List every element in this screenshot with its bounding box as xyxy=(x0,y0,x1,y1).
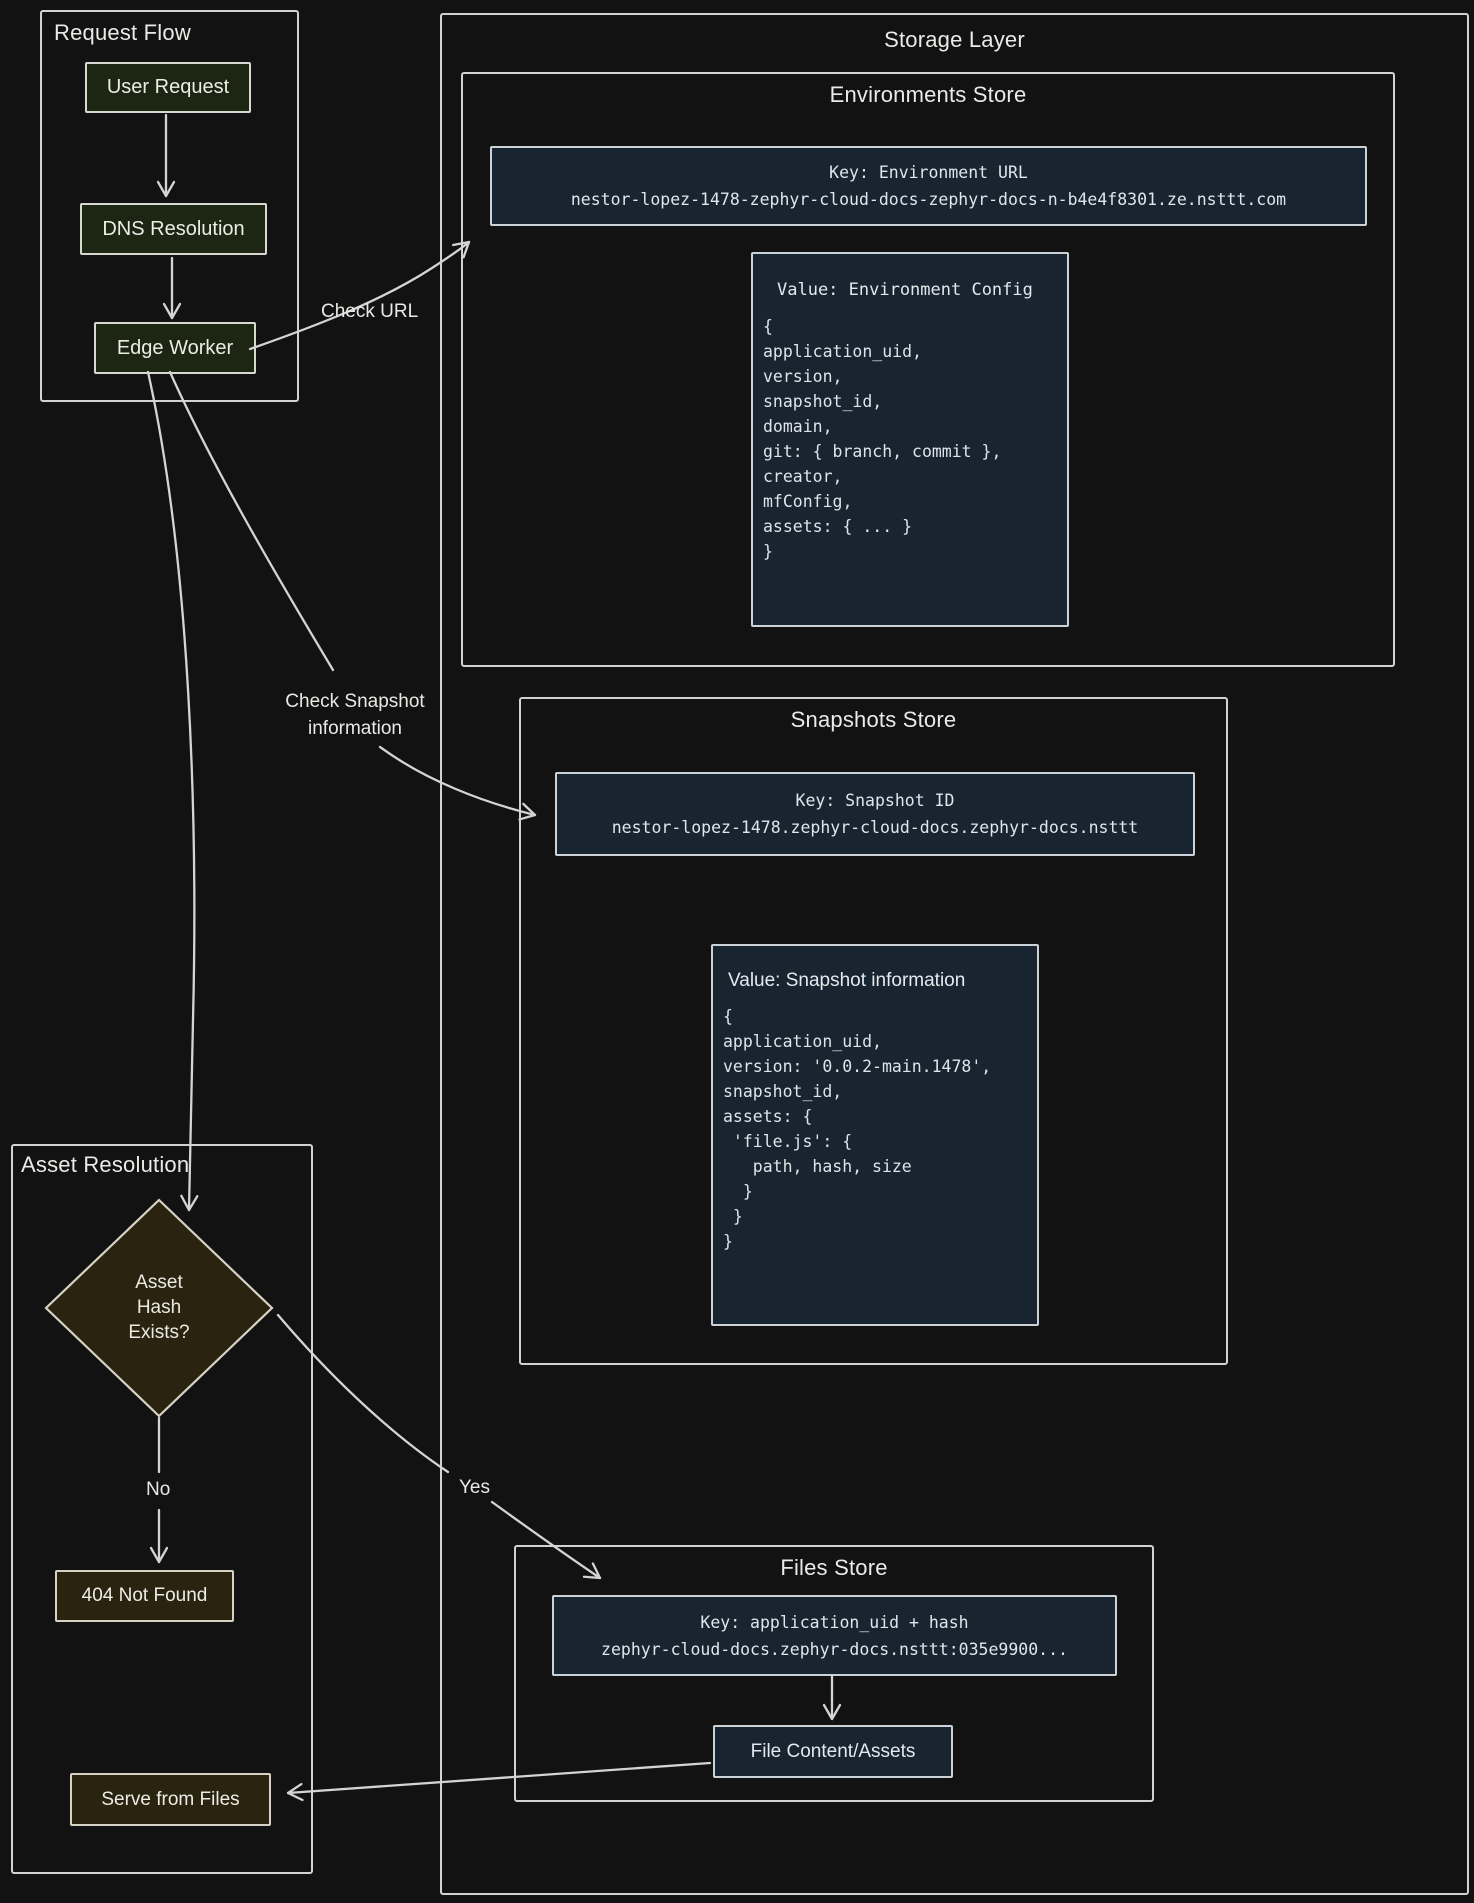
snapshot-value-title: Value: Snapshot information xyxy=(728,970,966,991)
user-request-label: User Request xyxy=(106,76,230,98)
code-line: } xyxy=(723,1182,753,1201)
storage-layer-frame: Storage Layer xyxy=(440,13,1469,1895)
files-key-title: Key: application_uid + hash xyxy=(700,1612,969,1632)
arrow-edge-worker-to-diamond xyxy=(148,372,194,1210)
check-snapshot-label: Check Snapshot information xyxy=(272,688,438,742)
files-keybox: Key: application_uid + hash zephyr-cloud… xyxy=(552,1595,1117,1676)
code-line: path, hash, size xyxy=(723,1157,912,1176)
files-store-frame: Files Store xyxy=(514,1545,1154,1802)
code-line: { xyxy=(763,317,773,336)
code-line: creator, xyxy=(763,467,843,486)
edge-worker-label: Edge Worker xyxy=(116,336,234,359)
snapshot-info-valuebox: Value: Snapshot information { applicatio… xyxy=(711,944,1039,1326)
environment-url-keybox: Key: Environment URL nestor-lopez-1478-z… xyxy=(490,146,1367,226)
check-snapshot-line: information xyxy=(308,718,402,739)
dns-resolution-label: DNS Resolution xyxy=(102,217,245,240)
not-found-label: 404 Not Found xyxy=(81,1585,208,1606)
file-content-label: File Content/Assets xyxy=(750,1740,916,1762)
serve-from-files-label: Serve from Files xyxy=(101,1788,240,1810)
environment-config-valuebox: Value: Environment Config { application_… xyxy=(751,252,1069,627)
snapshot-key-title: Key: Snapshot ID xyxy=(795,791,955,810)
diamond-line: Asset xyxy=(135,1272,183,1293)
file-content-node: File Content/Assets xyxy=(713,1725,953,1778)
check-snapshot-line: Check Snapshot xyxy=(285,691,425,712)
snapshot-info-code: { application_uid, version: '0.0.2-main.… xyxy=(713,1004,1037,1254)
asset-resolution-title: Asset Resolution xyxy=(21,1152,190,1177)
files-key-value: zephyr-cloud-docs.zephyr-docs.nsttt:035e… xyxy=(601,1639,1068,1659)
not-found-node: 404 Not Found xyxy=(55,1570,234,1622)
code-line: 'file.js': { xyxy=(723,1132,853,1151)
code-line: git: { branch, commit }, xyxy=(763,442,1002,461)
code-line: snapshot_id, xyxy=(723,1082,843,1101)
environments-store-frame: Environments Store xyxy=(461,72,1395,667)
code-line: } xyxy=(723,1232,733,1251)
code-line: assets: { xyxy=(723,1107,813,1126)
snapshot-key-value: nestor-lopez-1478.zephyr-cloud-docs.zeph… xyxy=(611,818,1139,837)
code-line: } xyxy=(723,1207,743,1226)
edge-worker-node: Edge Worker xyxy=(94,322,256,374)
snapshots-store-frame: Snapshots Store xyxy=(519,697,1228,1365)
dns-resolution-node: DNS Resolution xyxy=(80,203,267,255)
code-line: { xyxy=(723,1007,733,1026)
arrow-check-snapshot-upper xyxy=(170,372,333,670)
code-line: application_uid, xyxy=(763,342,922,361)
snapshots-store-title: Snapshots Store xyxy=(790,707,957,732)
code-line: application_uid, xyxy=(723,1032,882,1051)
no-label: No xyxy=(146,1479,171,1500)
files-store-title: Files Store xyxy=(780,1555,888,1580)
user-request-node: User Request xyxy=(85,62,251,113)
asset-resolution-frame: Asset Resolution xyxy=(11,1144,313,1874)
environments-store-title: Environments Store xyxy=(829,82,1027,107)
storage-layer-title: Storage Layer xyxy=(884,27,1025,52)
snapshot-id-keybox: Key: Snapshot ID nestor-lopez-1478.zephy… xyxy=(555,772,1195,856)
serve-from-files-node: Serve from Files xyxy=(70,1773,271,1826)
code-line: assets: { ... } xyxy=(763,517,913,536)
diamond-line: Hash xyxy=(136,1297,182,1318)
code-line: mfConfig, xyxy=(763,492,853,511)
environment-key-value: nestor-lopez-1478-zephyr-cloud-docs-zeph… xyxy=(570,190,1287,209)
code-line: snapshot_id, xyxy=(763,392,883,411)
environment-config-code: { application_uid, version, snapshot_id,… xyxy=(753,314,1067,564)
check-url-label: Check URL xyxy=(321,301,419,322)
code-line: version: '0.0.2-main.1478', xyxy=(723,1057,992,1076)
code-line: version, xyxy=(763,367,843,386)
request-flow-title: Request Flow xyxy=(54,20,191,45)
code-line: domain, xyxy=(763,417,833,436)
asset-hash-exists-label: Asset Hash Exists? xyxy=(84,1270,234,1345)
yes-label: Yes xyxy=(459,1477,490,1498)
environment-value-title: Value: Environment Config xyxy=(777,280,1033,300)
environment-key-title: Key: Environment URL xyxy=(829,163,1028,182)
diamond-line: Exists? xyxy=(128,1322,190,1343)
code-line: } xyxy=(763,542,773,561)
